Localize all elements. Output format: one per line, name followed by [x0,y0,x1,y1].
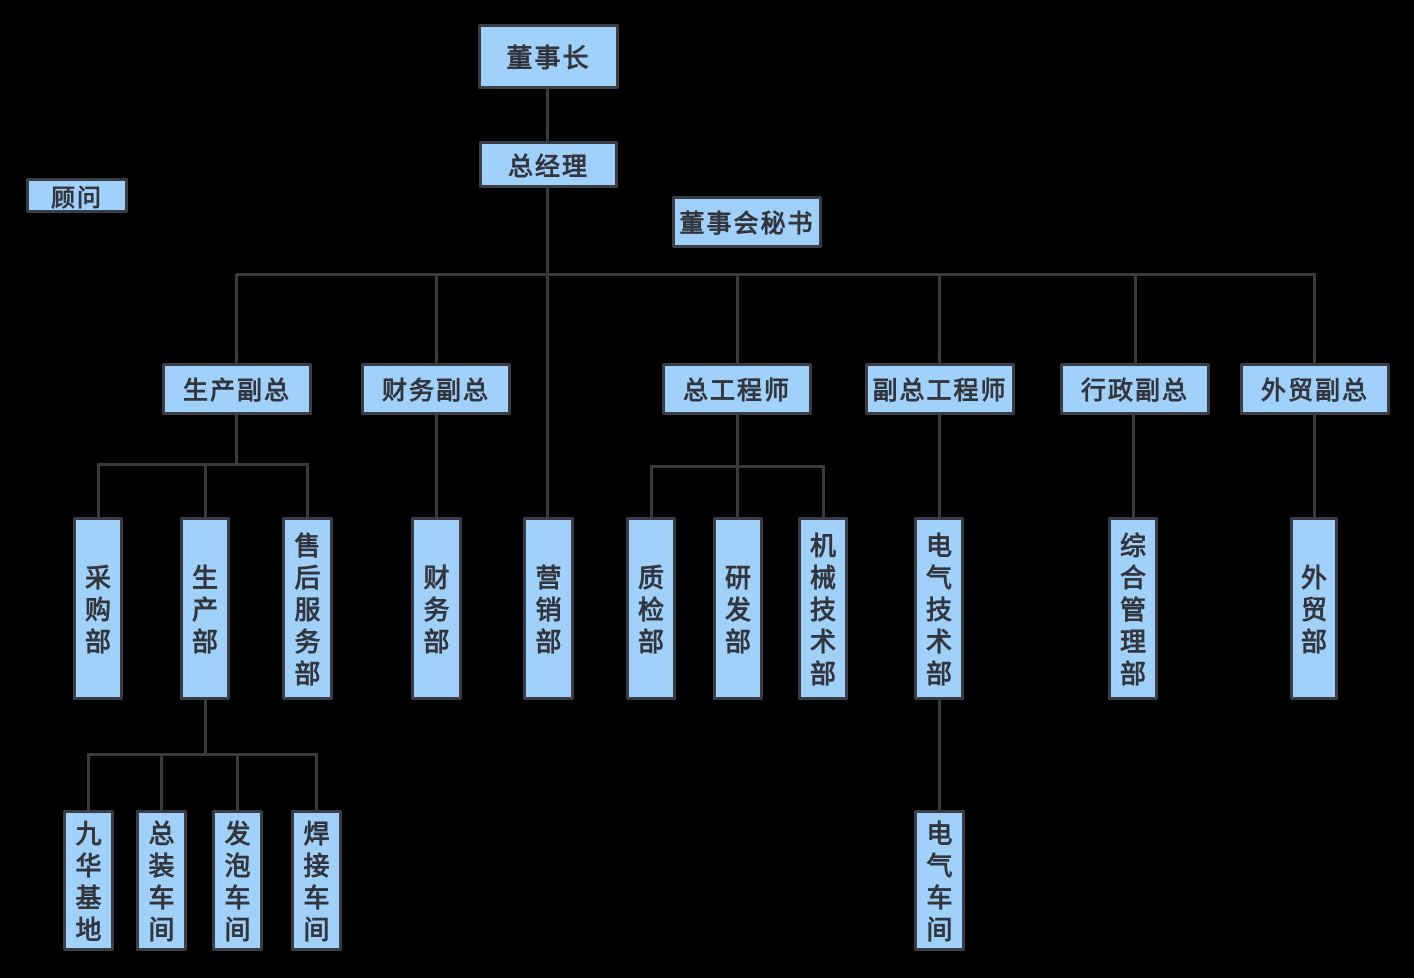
node-after-sales-dept[interactable]: 售后服务部 [282,517,333,700]
connector-drop-deputy-chief [938,274,941,363]
connector-drop-assembly [160,754,163,810]
node-electric-workshop[interactable]: 电气车间 [914,810,965,951]
connector-drop-purchasing [97,464,100,517]
node-label: 总工程师 [682,377,791,405]
connector-drop-rd [736,466,739,517]
node-mech-tech-dept[interactable]: 机械技术部 [798,517,848,700]
node-board-secretary[interactable]: 董事会秘书 [672,196,822,248]
node-label: 行政副总 [1080,377,1189,405]
node-label: 副总工程师 [872,377,1008,405]
node-deputy-chief-engineer[interactable]: 副总工程师 [865,363,1015,415]
connector-drop-foaming [236,754,239,810]
node-trade-dept[interactable]: 外贸部 [1290,517,1338,700]
node-finance-dept[interactable]: 财务部 [411,517,462,700]
connector-production-vp-stem [235,415,238,465]
connector-drop-trade-vp [1313,274,1316,363]
connector-drop-quality [650,466,653,517]
node-chief-engineer[interactable]: 总工程师 [662,363,812,415]
connector-drop-welding [315,754,318,810]
node-assembly-workshop[interactable]: 总装车间 [136,810,187,951]
node-trade-vp[interactable]: 外贸副总 [1240,363,1390,415]
connector-production-bar [97,463,309,466]
node-general-mgmt-dept[interactable]: 综合管理部 [1108,517,1158,700]
node-elec-tech-dept[interactable]: 电气技术部 [914,517,964,700]
connector-drop-mech-tech [822,466,825,517]
connector-drop-jiuhua [87,754,90,810]
connector-elec-tech-workshop [938,700,941,810]
node-label: 生产副总 [182,377,291,405]
connector-deputy-chief-dept [938,415,941,517]
connector-main-bar [236,273,1316,276]
connector-drop-finance-vp [435,274,438,363]
connector-gm-marketing [546,188,549,517]
node-quality-dept[interactable]: 质检部 [626,517,676,700]
connector-drop-admin-vp [1134,274,1137,363]
connector-chairman-gm [546,89,549,141]
node-admin-vp[interactable]: 行政副总 [1060,363,1210,415]
connector-finance-vp-dept [435,415,438,517]
connector-drop-chief-engineer [736,274,739,363]
connector-trade-vp-dept [1313,415,1316,518]
node-label: 顾问 [51,185,103,212]
node-marketing-dept[interactable]: 营销部 [523,517,574,700]
node-production-dept[interactable]: 生产部 [180,517,230,700]
node-production-vp[interactable]: 生产副总 [162,363,312,415]
node-label: 董事会秘书 [679,210,815,238]
connector-drop-after-sales [306,464,309,517]
connector-drop-production-vp [235,274,238,363]
node-label: 外贸副总 [1260,377,1369,405]
node-label: 财务副总 [381,377,490,405]
node-welding-workshop[interactable]: 焊接车间 [291,810,342,951]
node-rd-dept[interactable]: 研发部 [713,517,763,700]
connector-drop-production-dept [204,464,207,517]
node-general-manager[interactable]: 总经理 [479,141,618,188]
node-advisor[interactable]: 顾问 [26,178,128,213]
connector-chief-engineer-stem [736,415,739,466]
node-purchasing-dept[interactable]: 采购部 [73,517,123,700]
node-chairman[interactable]: 董事长 [478,24,619,89]
node-foaming-workshop[interactable]: 发泡车间 [212,810,263,951]
node-label: 总经理 [507,152,589,181]
node-jiuhua-base[interactable]: 九华基地 [63,810,114,951]
node-label: 董事长 [506,43,591,73]
connector-admin-vp-dept [1132,415,1135,517]
node-finance-vp[interactable]: 财务副总 [361,363,511,415]
connector-production-dept-stem [204,700,207,754]
connector-workshop-bar [87,753,318,756]
